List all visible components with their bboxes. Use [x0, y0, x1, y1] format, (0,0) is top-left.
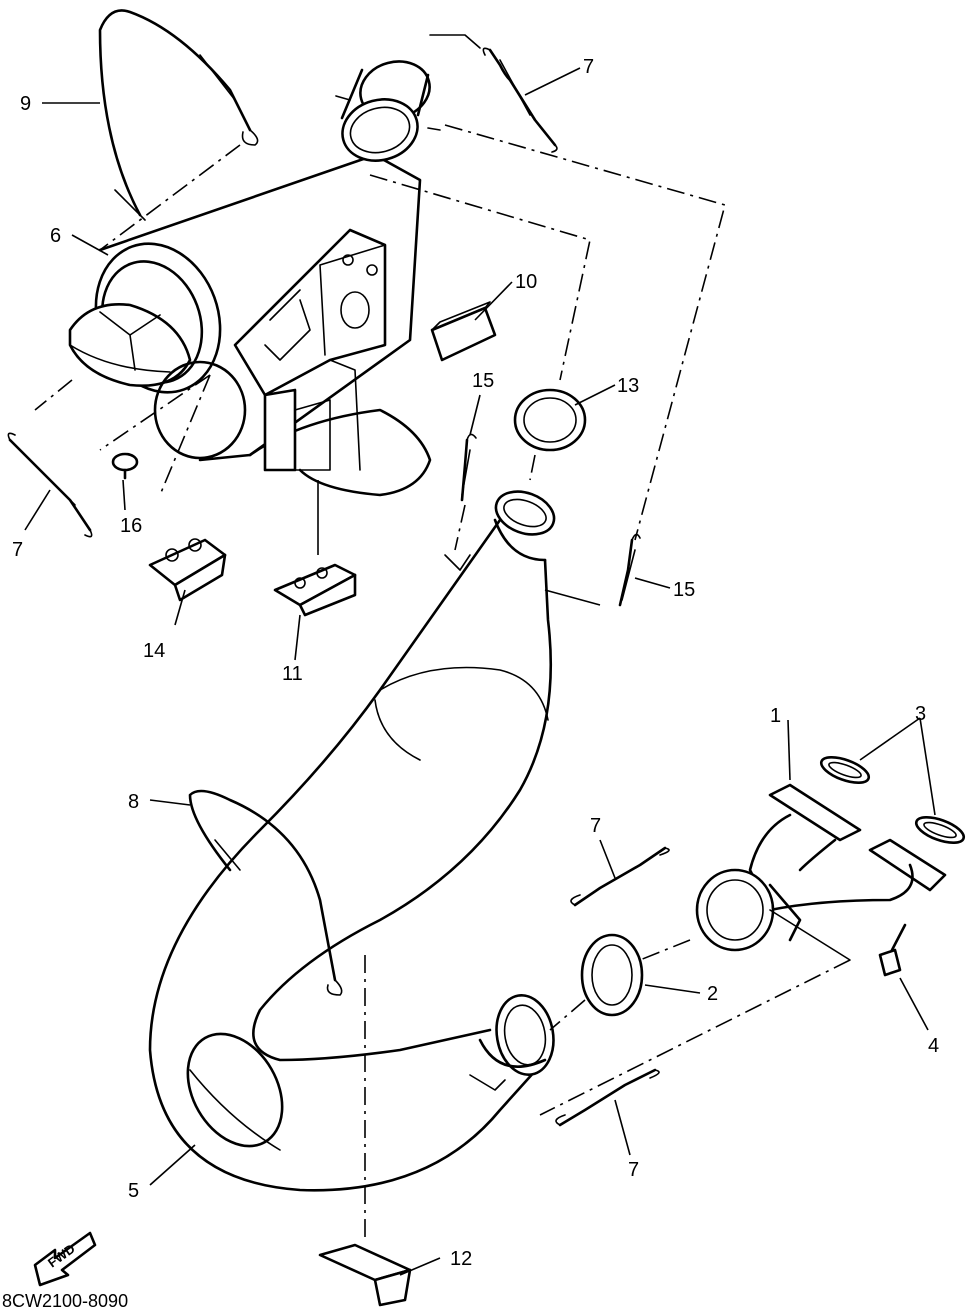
callout-7-top: 7: [583, 56, 594, 78]
spring-7-mid: [570, 846, 670, 907]
damper-part-14: [148, 538, 227, 602]
exhaust-manifold-part-1: [695, 783, 947, 952]
pipe-band-part-8: [188, 789, 343, 996]
callout-14: 14: [143, 640, 165, 662]
callout-6: 6: [50, 225, 61, 247]
callout-9: 9: [20, 93, 31, 115]
callout-15-right: 15: [673, 579, 695, 601]
silencer-part-6: [68, 153, 432, 497]
callout-2: 2: [707, 983, 718, 1005]
callouts: 1 2 3 4 5 6 7 7 7 7 8 9 10 11 12 13 14 1…: [12, 56, 939, 1270]
bolt-part-4: [878, 923, 907, 977]
callout-3: 3: [915, 703, 926, 725]
spring-15-top: [460, 433, 477, 502]
callout-7-mid: 7: [590, 815, 601, 837]
callout-7-left: 7: [12, 539, 23, 561]
callout-7-bottom: 7: [628, 1159, 639, 1181]
drawing-code: 8CW2100-8090: [2, 1291, 128, 1311]
callout-8: 8: [128, 791, 139, 813]
callout-4: 4: [928, 1035, 939, 1057]
fwd-arrow-icon: FWD: [33, 1231, 97, 1287]
assembly-lines: [34, 34, 851, 1240]
damper-part-10: [430, 301, 497, 362]
callout-10: 10: [515, 271, 537, 293]
silencer-joint-ring: [335, 60, 441, 162]
callout-12: 12: [450, 1248, 472, 1270]
spring-7-top: [482, 47, 558, 153]
silencer-band-part-9: [98, 9, 259, 221]
damper-part-12: [318, 1243, 412, 1307]
spring-7-bottom: [555, 1068, 660, 1127]
callout-11: 11: [282, 663, 303, 685]
spring-15-right: [618, 533, 641, 607]
bolt-part-16: [111, 452, 139, 480]
callout-15-top: 15: [472, 370, 494, 392]
callout-16: 16: [120, 515, 142, 537]
damper-part-11: [273, 563, 357, 617]
gasket-part-2: [580, 933, 644, 1017]
callout-5: 5: [128, 1180, 139, 1202]
callout-13: 13: [617, 375, 639, 397]
spring-7-left: [7, 432, 93, 538]
callout-1: 1: [770, 705, 781, 727]
gasket-part-3: [819, 755, 966, 845]
gasket-part-13: [513, 388, 587, 452]
leader-lines: [24, 67, 936, 1276]
exhaust-pipe-part-5: [148, 490, 556, 1192]
